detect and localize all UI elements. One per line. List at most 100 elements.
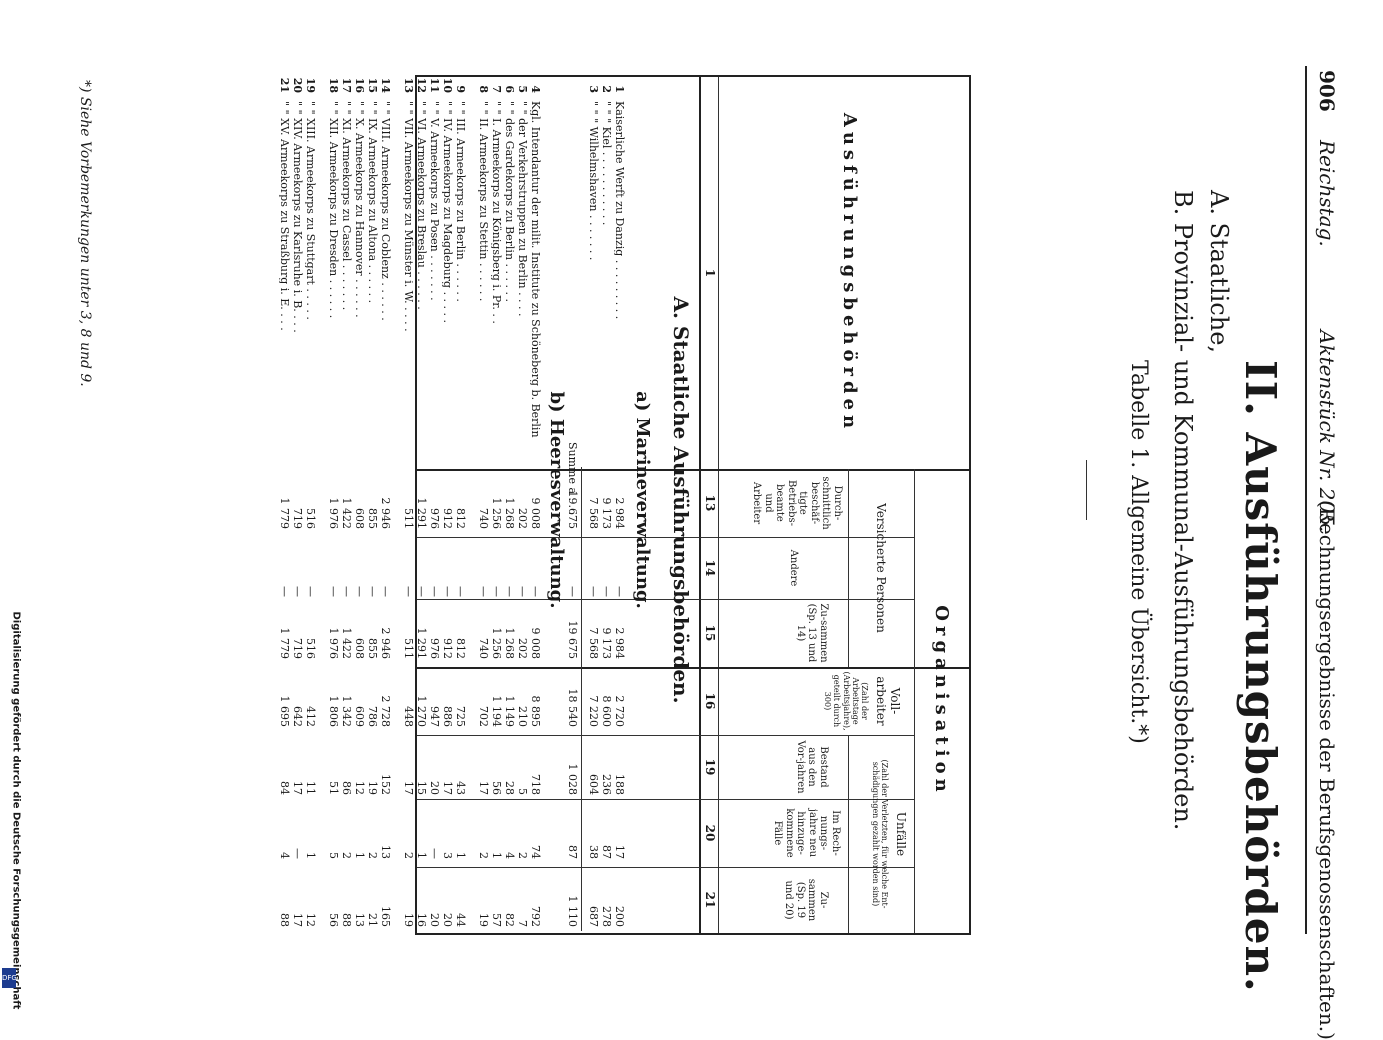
cell-c15: 511 — [402, 638, 415, 659]
cell-c15: 719 — [291, 638, 304, 659]
cell-c14: — — [516, 586, 529, 597]
cell-c13: 19 675 — [566, 490, 579, 530]
cell-c19: 188 — [613, 774, 626, 795]
cell-c16: 448 — [402, 706, 415, 727]
cell-c14: — — [402, 586, 415, 597]
cell-c16: 210 — [516, 706, 529, 727]
cell-c19: 718 — [529, 774, 542, 795]
cell-c20: 1 — [415, 852, 428, 859]
cell-c16: 1 695 — [278, 695, 291, 728]
cell-c13: 511 — [402, 508, 415, 529]
row-name: " " " Wilhelmshaven . . . . . . . — [588, 101, 599, 260]
cell-c14: — — [503, 586, 516, 597]
cell-c13: 740 — [477, 508, 490, 529]
row-index: 11 — [428, 77, 441, 93]
cell-c19: 86 — [340, 781, 353, 795]
sum-line — [581, 467, 582, 931]
cell-c13: 1 779 — [278, 497, 291, 530]
cell-c14: — — [415, 586, 428, 597]
cell-c15: 1 976 — [327, 627, 340, 660]
cell-c19: 56 — [490, 781, 503, 795]
row-name: " " XIV. Armeekorps zu Karlsruhe i. B. .… — [292, 101, 303, 333]
sum-label: Summe a . . . — [567, 441, 578, 515]
rotated-document-page: 906 Reichstag. Aktenstück Nr. 205. (Rech… — [0, 66, 1383, 1040]
cell-c16: 7 220 — [587, 695, 600, 728]
cell-c15: 2 946 — [379, 627, 392, 660]
row-name: " " der Verkehrstruppen zu Berlin . . . … — [517, 101, 528, 317]
row-name: " " XI. Armeekorps zu Cassel . . . . . .… — [341, 101, 352, 310]
cell-c13: 855 — [366, 508, 379, 529]
row-name: " " I. Armeekorps zu Königsberg i. Pr. .… — [491, 101, 502, 324]
cell-c14: — — [428, 586, 441, 597]
row-name: " " IX. Armeekorps zu Altona . . . . . . — [367, 101, 378, 303]
table-row: 7 " " I. Armeekorps zu Königsberg i. Pr. … — [490, 75, 503, 935]
table-row: 21 " " XV. Armeekorps zu Straßburg i. E. … — [278, 75, 291, 935]
cell-c20: 1 — [454, 852, 467, 859]
row-name: " " XV. Armeekorps zu Straßburg i. E. . … — [279, 101, 290, 331]
table-row: 13 " " VII. Armeekorps zu Münster i. W. .… — [402, 75, 415, 935]
table-row: 12" " VI. Armeekorps zu Breslau . . . . … — [415, 75, 428, 935]
cell-c16: 8 895 — [529, 695, 542, 728]
cell-c16: 1 342 — [340, 695, 353, 728]
cell-c15: 19 675 — [566, 620, 579, 660]
row-name: " " XII. Armeekorps zu Dresden . . . . .… — [328, 101, 339, 318]
cell-c16: 412 — [304, 706, 317, 727]
table-row: 2" " " Kiel . . . . . . . . . . .9 173—9… — [600, 75, 613, 935]
cell-c16: 2 720 — [613, 695, 626, 728]
row-index: 7 — [490, 85, 503, 93]
cell-c15: 1 291 — [415, 627, 428, 660]
row-index: 17 — [340, 77, 353, 93]
cell-c13: 9 008 — [529, 497, 542, 530]
table-row: 5 " " der Verkehrstruppen zu Berlin . . .… — [516, 75, 529, 935]
cell-c14: — — [304, 586, 317, 597]
cell-c21: 165 — [379, 906, 392, 927]
cell-c16: 2 728 — [379, 695, 392, 728]
row-index: 13 — [402, 77, 415, 93]
cell-c19: 20 — [428, 781, 441, 795]
cell-c13: 516 — [304, 508, 317, 529]
row-index: 2 — [600, 85, 613, 93]
cell-c19: 1 028 — [566, 763, 579, 796]
cell-c13: 9 173 — [600, 497, 613, 530]
cell-c14: — — [327, 586, 340, 597]
cell-c16: 886 — [441, 706, 454, 727]
cell-c13: 2 946 — [379, 497, 392, 530]
cell-c14: — — [600, 586, 613, 597]
cell-c15: 1 268 — [503, 627, 516, 660]
cell-c13: 719 — [291, 508, 304, 529]
cell-c16: 642 — [291, 706, 304, 727]
row-name: " " XIII. Armeekorps zu Stuttgart . . . … — [305, 101, 316, 320]
cell-c13: 7 568 — [587, 497, 600, 530]
cell-c19: 5 — [516, 788, 529, 795]
cell-c15: 812 — [454, 638, 467, 659]
table-row: 16" " X. Armeekorps zu Hannover . . . . … — [353, 75, 366, 935]
cell-c13: 1 976 — [327, 497, 340, 530]
cell-c21: 21 — [366, 913, 379, 927]
cell-c21: 57 — [490, 913, 503, 927]
row-index: 21 — [278, 77, 291, 93]
sub-b-heading: b) Heeresverwaltung. — [546, 391, 567, 609]
row-name: " " " Kiel . . . . . . . . . . . — [601, 101, 612, 225]
cell-c16: 702 — [477, 706, 490, 727]
cell-c19: 51 — [327, 781, 340, 795]
cell-c15: 740 — [477, 638, 490, 659]
cell-c14: — — [353, 586, 366, 597]
cell-c16: 8 600 — [600, 695, 613, 728]
table-row: 19" " XIII. Armeekorps zu Stuttgart . . … — [304, 75, 317, 935]
cell-c20: 2 — [477, 852, 490, 859]
table-row: 18" " XII. Armeekorps zu Dresden . . . .… — [327, 75, 340, 935]
cell-c21: 792 — [529, 906, 542, 927]
cell-c14: — — [613, 586, 626, 597]
cell-c15: 1 779 — [278, 627, 291, 660]
row-index: 4 — [529, 85, 542, 93]
row-name: " " VII. Armeekorps zu Münster i. W. . .… — [403, 101, 414, 332]
cell-c21: 56 — [327, 913, 340, 927]
cell-c19: 17 — [477, 781, 490, 795]
row-name: " " X. Armeekorps zu Hannover . . . . . … — [354, 101, 365, 318]
row-index: 10 — [441, 77, 454, 93]
table-row: 15" " IX. Armeekorps zu Altona . . . . .… — [366, 75, 379, 935]
cell-c14: — — [529, 586, 542, 597]
row-name: " " VI. Armeekorps zu Breslau . . . . . … — [416, 101, 427, 310]
